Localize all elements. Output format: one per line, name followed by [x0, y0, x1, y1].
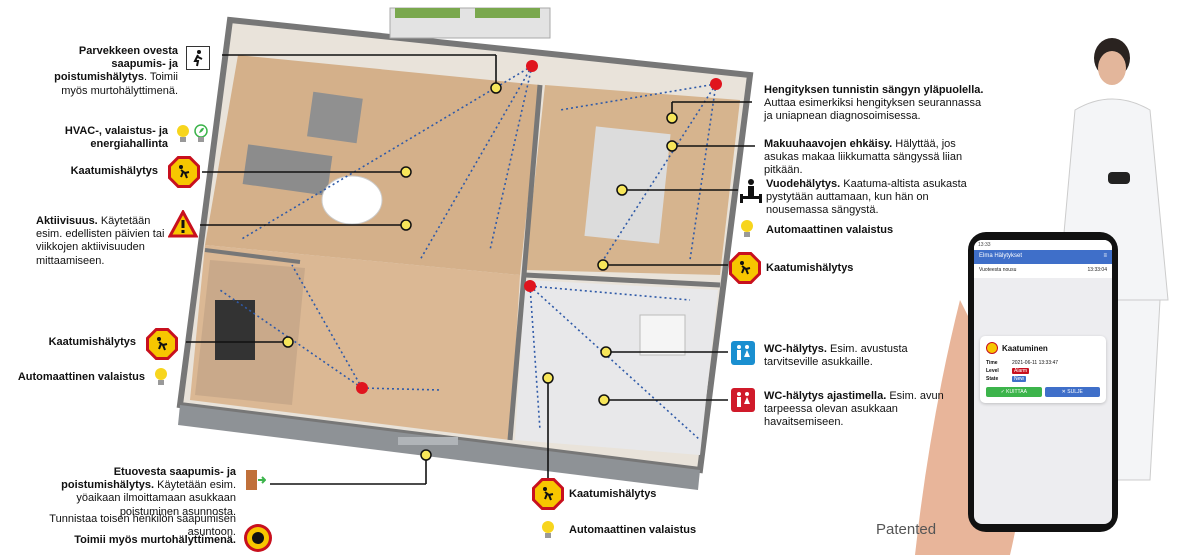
plants: [395, 8, 460, 18]
door-exit-icon: [244, 468, 266, 492]
label-bedsore: Makuuhaavojen ehkäisy. Hälyttää, jos asu…: [764, 138, 979, 178]
smartphone: 13:33 Elma Hälytykset ≡ Vuoteesta nousu …: [968, 232, 1118, 532]
fall-alarm-icon: [532, 478, 564, 510]
label-auto-light-bedroom: Automaattinen valaistus: [766, 224, 894, 236]
fall-alarm-icon: [146, 328, 178, 360]
lightbulb-icon: [176, 124, 190, 144]
lightbulb-icon: [541, 520, 555, 540]
burglar-icon: [244, 524, 272, 552]
level-key: Level: [986, 368, 999, 374]
alarm-title-text: Kaatuminen: [1002, 343, 1048, 353]
label-fall-alarm-kitchen: Kaatumishälytys: [48, 336, 136, 348]
notification-row[interactable]: Vuoteesta nousu 13:33:04: [974, 264, 1112, 278]
lightbulb-icon: [740, 219, 754, 239]
label-title: WC-hälytys ajastimella.: [764, 390, 887, 402]
person-exit-icon: [186, 46, 210, 70]
label-wc-timer: WC-hälytys ajastimella. Esim. avun tarpe…: [764, 390, 954, 430]
time-key: Time: [986, 360, 998, 366]
alarm-state-row: State New: [986, 376, 1100, 382]
label-title: Vuodehälytys.: [766, 178, 841, 190]
transmitter-points: [356, 60, 722, 394]
label-burglar: Toimii myös murtohälyttimenä.: [74, 534, 236, 546]
label-title: Aktiivisuus.: [36, 215, 98, 227]
close-button[interactable]: ✕ SULJE: [1044, 387, 1100, 397]
fall-alarm-icon: [986, 342, 998, 354]
patented-label: Patented: [876, 521, 937, 538]
acknowledge-button[interactable]: ✓ KUITTAA: [986, 387, 1042, 397]
bathroom-floor: [515, 280, 718, 455]
internal-wall: [507, 84, 543, 441]
level-badge: Alarm: [1012, 368, 1030, 374]
phone-status-bar: 13:33: [974, 240, 1112, 250]
kitchen-stove: [215, 300, 255, 360]
label-breathing: Hengityksen tunnistin sängyn yläpuolella…: [764, 84, 984, 124]
label-hvac: HVAC-, valaistus- ja energiahallinta: [64, 125, 168, 151]
label-title: Etuovesta saapumis- ja poistumishälytys.: [61, 466, 236, 492]
alarm-card-title: Kaatuminen: [986, 342, 1100, 354]
app-title: Elma Hälytykset: [979, 253, 1023, 259]
app-bar: Elma Hälytykset ≡: [974, 250, 1112, 264]
notification-text: Vuoteesta nousu: [979, 267, 1017, 273]
menu-icon[interactable]: ≡: [1103, 253, 1107, 259]
label-front-door: Etuovesta saapumis- ja poistumishälytys.…: [20, 466, 236, 519]
internal-wall: [204, 248, 301, 264]
label-title: WC-hälytys.: [764, 343, 827, 355]
fall-alarm-icon: [729, 252, 761, 284]
alarm-buttons: ✓ KUITTAA ✕ SULJE: [986, 387, 1100, 397]
label-auto-light-kitchen: Automaattinen valaistus: [17, 371, 145, 383]
bed-exit-icon: [738, 178, 764, 204]
label-text: Esim. avustusta tarvitseville asukkaille…: [764, 343, 908, 369]
label-bed-alarm: Vuodehälytys. Kaatuma-altista asukasta p…: [766, 178, 976, 218]
label-text: Hälyttää, jos asukas makaa liikkumatta s…: [764, 138, 963, 177]
label-title: Makuuhaavojen ehkäisy.: [764, 138, 893, 150]
wc-sink: [639, 314, 686, 356]
state-badge: New: [1012, 376, 1027, 382]
front-wall: [178, 405, 700, 490]
label-auto-light-bath: Automaattinen valaistus: [569, 524, 697, 536]
armchair: [307, 91, 363, 144]
label-fall-alarm-bath: Kaatumishälytys: [569, 488, 657, 500]
eco-bulb-icon: [194, 124, 208, 144]
state-key: State: [986, 376, 999, 382]
time-value: 2021-06-11 13:33:47: [1012, 360, 1059, 366]
label-fall-alarm-bedroom: Kaatumishälytys: [766, 262, 854, 274]
alarm-time-row: Time 2021-06-11 13:33:47: [986, 360, 1100, 366]
label-activity: Aktiivisuus. Käytetään esim. edellisten …: [36, 215, 166, 268]
label-second-person: Tunnistaa toisen henkilön saapumisen asu…: [49, 513, 236, 539]
bed: [584, 126, 671, 244]
wc-timer-icon: [731, 388, 755, 412]
label-text: Käytetään esim. yöaikaan ilmoittamaan as…: [76, 479, 236, 518]
sensor-points: [282, 82, 678, 461]
living-room-floor: [205, 55, 540, 275]
wc-icon: [731, 341, 755, 365]
label-balcony-door: Parvekkeen ovesta saapumis- ja poistumis…: [54, 45, 178, 97]
alarm-card: Kaatuminen Time 2021-06-11 13:33:47 Level…: [980, 336, 1106, 403]
label-title: Parvekkeen ovesta saapumis- ja poistumis…: [54, 45, 178, 84]
lightbulb-icon: [154, 367, 168, 387]
round-table: [321, 175, 383, 225]
fall-alarm-icon: [168, 156, 200, 188]
label-text: Esim. avun tarpeessa olevan asukkaan hav…: [764, 390, 944, 429]
plants: [475, 8, 540, 18]
label-text: Käytetään esim. edellisten päivien tai v…: [36, 215, 165, 267]
label-wc: WC-hälytys. Esim. avustusta tarvitsevill…: [764, 343, 964, 369]
notification-time: 13:33:04: [1087, 267, 1107, 273]
phone-screen: 13:33 Elma Hälytykset ≡ Vuoteesta nousu …: [974, 240, 1112, 524]
internal-wall: [524, 272, 721, 288]
label-title: Hengityksen tunnistin sängyn yläpuolella…: [764, 84, 984, 96]
label-fall-alarm-living: Kaatumishälytys: [70, 165, 158, 177]
label-text: Auttaa esimerkiksi hengityksen seurannas…: [764, 97, 982, 123]
front-door: [398, 437, 458, 445]
label-text: Toimii myös murtohälyttimenä.: [61, 71, 178, 97]
sofa: [242, 144, 333, 196]
label-text: Kaatuma-altista asukasta pystytään autta…: [766, 178, 967, 217]
alarm-level-row: Level Alarm: [986, 368, 1100, 374]
warning-triangle-icon: [168, 210, 198, 238]
